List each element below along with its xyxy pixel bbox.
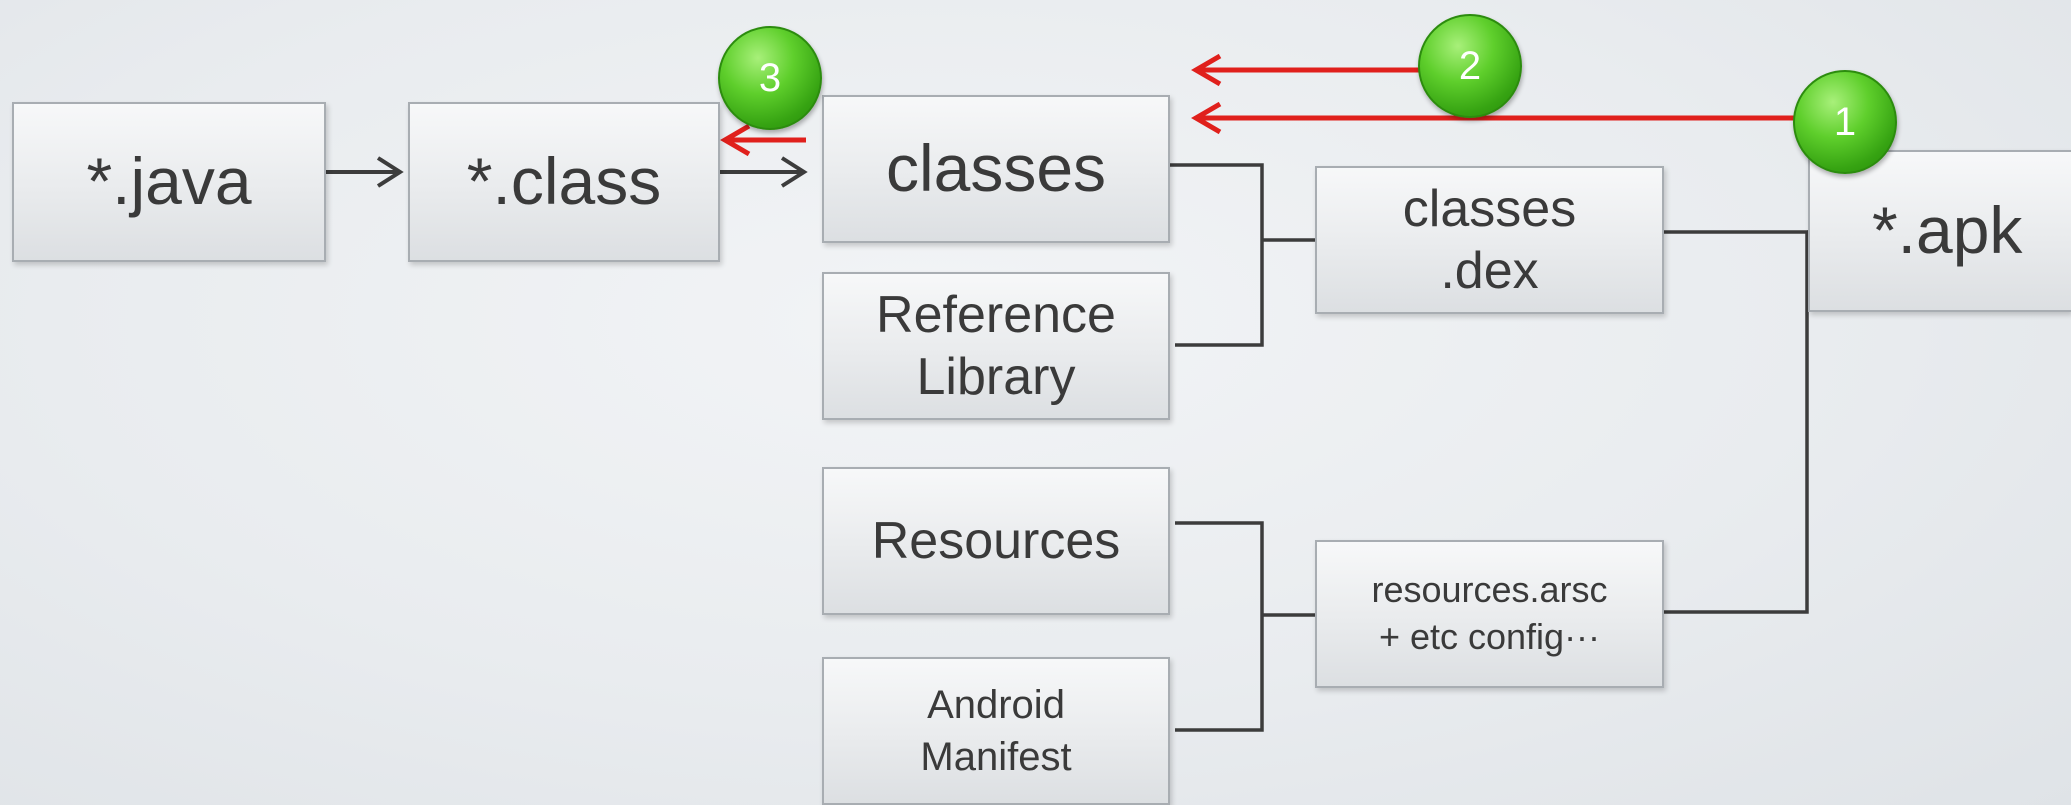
- java-source-box: *.java: [12, 102, 326, 262]
- android-manifest-line1: Android: [927, 683, 1065, 727]
- reference-library-line2: Library: [916, 348, 1076, 406]
- resources-arsc-line1: resources.arsc: [1371, 569, 1608, 611]
- step-1-number: 1: [1833, 99, 1857, 144]
- android-manifest-line2: Manifest: [920, 735, 1072, 779]
- resources-arsc-box: resources.arsc + etc config···: [1315, 540, 1664, 688]
- classes-dex-line1: classes: [1402, 179, 1577, 238]
- resources-merge-bracket: [1175, 521, 1315, 732]
- reference-library-box: Reference Library: [822, 272, 1170, 420]
- reference-library-line1: Reference: [876, 285, 1116, 344]
- dex-merge-bracket: [1170, 163, 1315, 347]
- classes-dex-box: classes .dex: [1315, 166, 1664, 314]
- classes-box: classes: [822, 95, 1170, 243]
- reverse-arrow-1: [1191, 101, 1800, 135]
- android-manifest-box: Android Manifest: [822, 657, 1170, 805]
- step-1-badge: 1: [1793, 70, 1897, 174]
- step-3-number: 3: [758, 55, 782, 100]
- class-file-box: *.class: [408, 102, 720, 262]
- resources-arsc-line2: + etc config···: [1378, 616, 1601, 657]
- apk-label: *.apk: [1872, 193, 2023, 268]
- resources-box: Resources: [822, 467, 1170, 615]
- java-source-label: *.java: [86, 144, 252, 219]
- classes-label: classes: [885, 131, 1107, 206]
- reverse-arrow-2: [1191, 53, 1420, 87]
- reverse-arrow-3: [720, 123, 806, 157]
- resources-label: Resources: [871, 511, 1121, 570]
- apk-merge-bracket: [1664, 230, 1809, 614]
- step-2-badge: 2: [1418, 14, 1522, 118]
- class-to-classes-arrow: [720, 156, 808, 188]
- java-to-class-arrow: [326, 156, 404, 188]
- step-3-badge: 3: [718, 26, 822, 130]
- class-file-label: *.class: [466, 144, 662, 219]
- classes-dex-line2: .dex: [1440, 242, 1539, 300]
- step-2-number: 2: [1458, 43, 1482, 88]
- apk-box: *.apk: [1808, 150, 2071, 312]
